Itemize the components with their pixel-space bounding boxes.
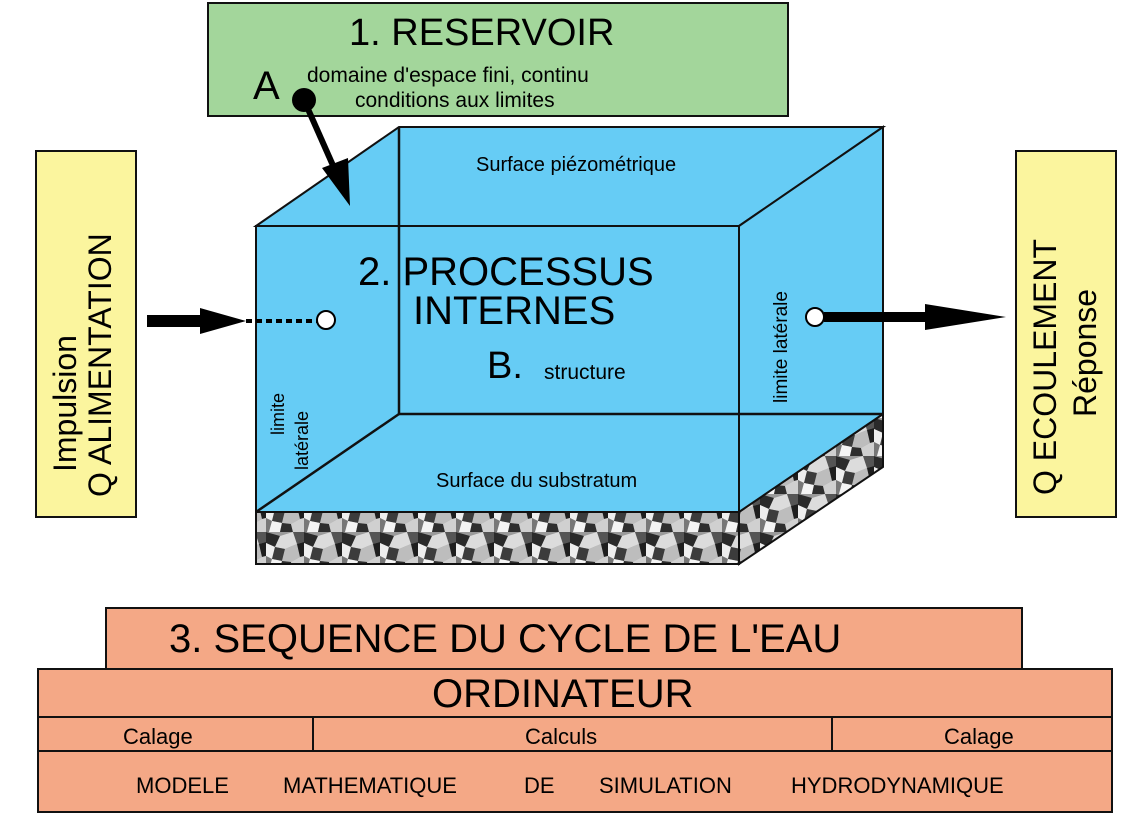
input-arrow-shaft	[147, 315, 202, 327]
calage-left-cell: Calage	[37, 716, 314, 752]
ordinateur-title: ORDINATEUR	[432, 672, 694, 716]
left-limit-label-1: limite	[268, 392, 288, 435]
cube-front-face	[255, 225, 740, 513]
sequence-box: 3. SEQUENCE DU CYCLE DE L'EAU	[105, 607, 1023, 670]
reservoir-marker-a: A	[253, 64, 280, 108]
output-point	[805, 307, 825, 327]
structure-label: structure	[544, 361, 626, 384]
structure-marker-b: B.	[487, 345, 523, 387]
reservoir-title: 1. RESERVOIR	[349, 12, 615, 54]
input-point	[316, 310, 336, 330]
sequence-title: 3. SEQUENCE DU CYCLE DE L'EAU	[169, 617, 842, 661]
model-word-mathematique: MATHEMATIQUE	[283, 773, 457, 798]
input-arrow-head	[200, 308, 246, 334]
model-word-simulation: SIMULATION	[599, 773, 732, 798]
output-arrow-shaft	[824, 312, 929, 322]
substratum-front	[255, 511, 740, 565]
calage-right-cell: Calage	[831, 716, 1113, 752]
processus-title-1: 2. PROCESSUS	[358, 250, 654, 294]
calage-left-label: Calage	[123, 724, 193, 749]
model-word-modele: MODELE	[136, 773, 229, 798]
calage-right-label: Calage	[944, 724, 1014, 749]
calculs-label: Calculs	[525, 724, 598, 749]
model-row: MODELE MATHEMATIQUE DE SIMULATION HYDROD…	[37, 750, 1113, 813]
cube-back-edges	[255, 127, 883, 514]
output-arrow-head	[925, 304, 1006, 330]
model-word-de: DE	[524, 773, 555, 798]
reservoir-description-2: conditions aux limites	[355, 89, 555, 112]
surface-piezometrique-label: Surface piézométrique	[476, 154, 677, 176]
surface-substratum-label: Surface du substratum	[436, 470, 638, 492]
ordinateur-header: ORDINATEUR	[37, 668, 1113, 718]
input-panel: Impulsion Q ALIMENTATION	[35, 150, 137, 518]
arrow-a-head	[322, 158, 350, 206]
calculs-cell: Calculs	[312, 716, 833, 752]
reservoir-description-1: domaine d'espace fini, continu	[307, 64, 589, 87]
left-limit-label-2: latérale	[292, 410, 312, 470]
output-panel: Q ECOULEMENT Réponse	[1015, 150, 1117, 518]
processus-title-2: INTERNES	[413, 289, 616, 333]
model-word-hydrodynamique: HYDRODYNAMIQUE	[791, 773, 1004, 798]
right-limit-label: limite latérale	[771, 291, 792, 403]
